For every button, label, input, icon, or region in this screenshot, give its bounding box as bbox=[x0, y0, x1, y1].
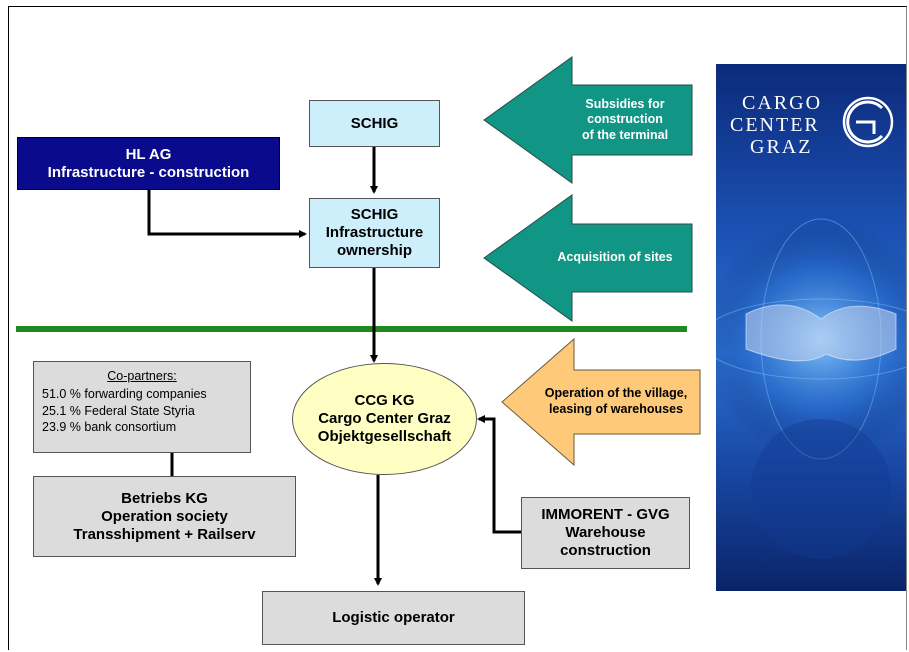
cargo-center-graz-banner: CARGO CENTER GRAZ bbox=[716, 64, 906, 591]
logistic-operator-label: Logistic operator bbox=[332, 609, 455, 626]
schig-infrastructure-line-2: Infrastructure bbox=[325, 224, 424, 241]
acquisition-label: Acquisition of sites bbox=[540, 226, 690, 290]
immorent-line-3: construction bbox=[560, 542, 651, 559]
brand-line-3: GRAZ bbox=[750, 136, 813, 158]
subsidies-arrow bbox=[483, 56, 693, 184]
acquisition-label-line-1: Acquisition of sites bbox=[557, 250, 673, 265]
co-partners-box: Co-partners: 51.0 % forwarding companies… bbox=[33, 361, 251, 453]
ccg-kg-line-3: Objektgesellschaft bbox=[317, 428, 452, 445]
co-partner-item: 23.9 % bank consortium bbox=[42, 419, 177, 434]
betriebs-kg-line-1: Betriebs KG bbox=[121, 489, 208, 507]
connector-hlag-to-infra bbox=[147, 190, 307, 238]
subsidies-label: Subsidies for construction of the termin… bbox=[560, 88, 690, 152]
subsidies-label-line-2: construction bbox=[587, 112, 663, 127]
divider-line bbox=[16, 326, 687, 332]
slide-frame bbox=[8, 6, 907, 650]
immorent-box: IMMORENT - GVG Warehouse construction bbox=[521, 497, 690, 569]
hl-ag-box: HL AG Infrastructure - construction bbox=[17, 137, 280, 190]
handshake-icon bbox=[745, 304, 897, 362]
operation-label-line-1: Operation of the village, bbox=[544, 386, 688, 401]
schig-infrastructure-line-3: ownership bbox=[336, 242, 412, 259]
logistic-operator-box: Logistic operator bbox=[262, 591, 525, 645]
hl-ag-box-line-2: Infrastructure - construction bbox=[47, 163, 250, 181]
subsidies-label-line-1: Subsidies for bbox=[585, 96, 665, 111]
co-partner-item: 25.1 % Federal State Styria bbox=[42, 403, 195, 418]
schig-box: SCHIG bbox=[309, 100, 440, 147]
betriebs-kg-line-2: Operation society bbox=[101, 507, 228, 525]
acquisition-arrow bbox=[483, 194, 693, 322]
operation-arrow bbox=[501, 337, 701, 467]
cargo-center-graz-logo: CARGO CENTER GRAZ bbox=[716, 84, 906, 174]
banner-art bbox=[716, 218, 906, 559]
operation-label: Operation of the village, leasing of war… bbox=[534, 372, 698, 432]
hl-ag-box-line-1: HL AG bbox=[125, 145, 172, 163]
brand-line-1: CARGO bbox=[742, 92, 823, 114]
operation-label-line-2: leasing of warehouses bbox=[548, 402, 684, 416]
schig-box-line-1: SCHIG bbox=[350, 114, 399, 132]
co-partners-title: Co-partners: bbox=[107, 369, 177, 383]
brand-line-2: CENTER bbox=[730, 114, 820, 136]
co-partner-item: 51.0 % forwarding companies bbox=[42, 387, 207, 402]
connector-immorent-to-ccg bbox=[477, 415, 521, 534]
betriebs-kg-line-3: Transshipment + Railserv bbox=[73, 525, 256, 543]
ccg-kg-line-1: CCG KG bbox=[354, 392, 415, 409]
immorent-line-1: IMMORENT - GVG bbox=[541, 506, 670, 523]
schig-infrastructure-box: SCHIG Infrastructure ownership bbox=[309, 198, 440, 268]
subsidies-label-line-3: of the terminal bbox=[581, 127, 669, 142]
schig-infrastructure-line-1: SCHIG bbox=[350, 206, 399, 223]
ccg-kg-ellipse: CCG KG Cargo Center Graz Objektgesellsch… bbox=[292, 363, 477, 475]
ccg-kg-line-2: Cargo Center Graz bbox=[318, 410, 451, 427]
immorent-line-2: Warehouse bbox=[565, 524, 646, 541]
betriebs-kg-box: Betriebs KG Operation society Transshipm… bbox=[33, 476, 296, 557]
cg-monogram-icon bbox=[842, 96, 894, 148]
